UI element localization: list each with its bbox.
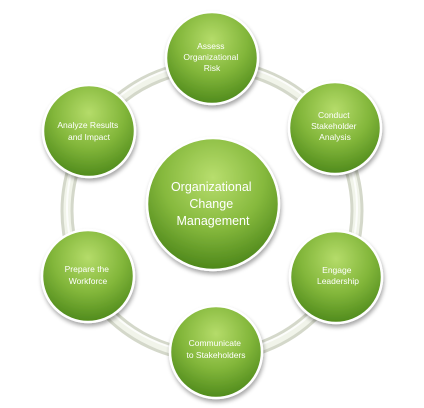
node-label-line: Workforce — [69, 276, 108, 286]
svg-text:Engage Leadership: Engage Leadership — [317, 265, 359, 286]
center-hub-label-line: Management — [177, 214, 250, 228]
center-hub-label-line: Organizational — [171, 180, 252, 194]
node-label-line: Assess — [197, 41, 224, 51]
center-hub-label-line: Change — [189, 197, 233, 211]
node-label-line: and Impact — [68, 132, 111, 142]
svg-text:Analyze Results and Impa: Analyze Results and Impact — [57, 120, 120, 142]
node-label-line: Prepare the — [65, 264, 110, 274]
node-label-line: to Stakeholders — [186, 350, 245, 360]
node-assess-organizational-risk: Assess Organizational Risk — [164, 10, 260, 106]
svg-text:Prepare the Workforce: Prepare the Workforce — [65, 264, 112, 286]
center-hub: Organizational Change Management — [145, 136, 281, 272]
node-label-line: Conduct — [318, 110, 350, 120]
node-label-line: Engage — [322, 265, 352, 275]
node-communicate-to-stakeholders: Communicate to Stakeholders — [168, 304, 264, 400]
node-conduct-stakeholder-analysis: Conduct Stakeholder Analysis — [287, 80, 383, 176]
node-label-line: Communicate — [189, 338, 242, 348]
svg-text:Assess Organizational: Assess Organizational Risk — [183, 41, 240, 73]
node-prepare-the-workforce: Prepare the Workforce — [40, 228, 136, 324]
node-label-line: Organizational — [183, 52, 238, 62]
node-analyze-results-and-impact: Analyze Results and Impact — [41, 83, 137, 179]
node-label-line: Risk — [204, 63, 221, 73]
center-hub-label: Organizational Change Management — [171, 180, 255, 228]
node-engage-leadership: Engage Leadership — [288, 229, 384, 325]
svg-text:Conduct Stakeholder: Conduct Stakeholder Analysis — [311, 110, 359, 142]
svg-text:Communicate to Stakehold: Communicate to Stakeholders — [186, 338, 245, 360]
node-label-line: Analysis — [319, 132, 351, 142]
node-label-line: Leadership — [317, 276, 359, 286]
node-label-line: Stakeholder — [311, 121, 357, 131]
node-label-line: Analyze Results — [57, 120, 118, 130]
